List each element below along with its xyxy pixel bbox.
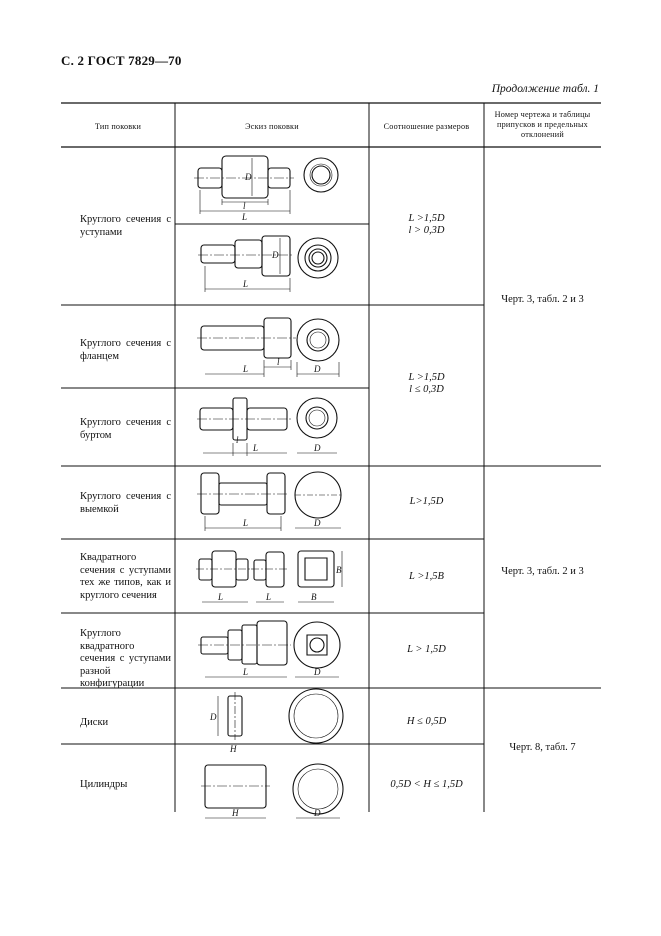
dim-label-l: l: [236, 435, 239, 445]
type-cell-cylinders: Цилиндры: [80, 779, 128, 790]
relation-recess: L>1,5D: [409, 496, 444, 507]
dim-label-D: D: [313, 808, 321, 818]
sketch-disk: [218, 689, 343, 744]
col-header-sketch: Эскиз поковки: [245, 122, 299, 131]
sketch-flange: [197, 318, 339, 377]
col-header-relation: Соотношение размеров: [383, 122, 470, 131]
relation-disks: H ≤ 0,5D: [406, 716, 447, 727]
reference-group-3: Черт. 8, табл. 7: [509, 742, 576, 753]
dim-label-D: D: [313, 364, 321, 374]
dim-label-D: D: [313, 667, 321, 677]
sketch-stepped-shaft-2: [198, 236, 338, 292]
sketch-cylinder: [201, 764, 343, 818]
type-cell-flange: Круглого сечения с фланцем: [80, 338, 171, 362]
col-header-reference: Номер чертежа и таблицы припусков и пред…: [494, 110, 591, 139]
dim-label-L: L: [242, 518, 248, 528]
dim-label-l: l: [243, 201, 246, 211]
dim-label-L: L: [242, 667, 248, 677]
col-header-type: Тип поковки: [94, 122, 142, 131]
type-cell-recess: Круглого сечения с выемкой: [80, 491, 171, 515]
dim-label-l: l: [277, 357, 280, 367]
dim-label-L: L: [242, 279, 248, 289]
dim-label-D: D: [209, 712, 217, 722]
type-cell-collar: Круглого сечения с буртом: [80, 417, 171, 441]
relation-cylinders: 0,5D < H ≤ 1,5D: [390, 779, 463, 790]
dim-label-B: B: [336, 565, 342, 575]
dim-label-D: D: [271, 250, 279, 260]
type-cell-mixed: Круглого квадратного сечения с уступами …: [80, 628, 171, 689]
sketch-stepped-shaft-1: [194, 156, 338, 214]
sketch-mixed: [198, 621, 340, 677]
reference-group-1: Черт. 3, табл. 2 и 3: [501, 294, 584, 305]
relation-mixed: L > 1,5D: [407, 644, 446, 655]
dim-label-D: D: [313, 518, 321, 528]
dim-label-L: L: [241, 212, 247, 222]
dim-label-L: L: [252, 443, 258, 453]
table-continuation-label: Продолжение табл. 1: [491, 83, 599, 95]
sketch-recess: [197, 472, 341, 531]
dim-label-B: B: [311, 592, 317, 602]
dim-label-D: D: [244, 172, 252, 182]
type-cell-disks: Диски: [80, 717, 109, 728]
sketch-square-stepped: [196, 551, 342, 602]
dim-label-L: L: [217, 592, 223, 602]
dim-label-H: H: [229, 744, 237, 754]
dim-label-D: D: [313, 443, 321, 453]
type-cell-square: Квадратного сечения с уступами тех же ти…: [80, 552, 171, 601]
page-header: С. 2 ГОСТ 7829—70: [61, 53, 182, 68]
type-cell-stepped: Круглого сечения с уступами: [80, 214, 171, 238]
dim-label-H: H: [231, 808, 239, 818]
reference-group-2: Черт. 3, табл. 2 и 3: [501, 566, 584, 577]
dim-label-L: L: [242, 364, 248, 374]
relation-stepped: L >1,5D l > 0,3D: [408, 213, 445, 236]
sketch-collar: [197, 398, 337, 456]
relation-square: L >1,5B: [409, 571, 444, 582]
relation-flange-collar: L >1,5D l ≤ 0,3D: [408, 372, 445, 395]
dim-label-L: L: [265, 592, 271, 602]
